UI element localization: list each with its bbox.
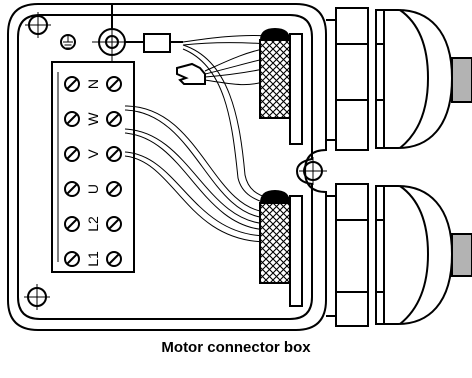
terminal-screw-left-icon [64, 181, 80, 197]
terminal-screw-right-icon [106, 111, 122, 127]
diagram-caption: Motor connector box [161, 339, 311, 356]
terminal-screw-left-icon [64, 216, 80, 232]
terminal-screw-right-icon [106, 251, 122, 267]
screw-bottom-left-icon [24, 284, 50, 310]
cable-top [451, 57, 472, 103]
screw-top-left-icon [25, 12, 51, 38]
terminal-label: W [85, 112, 101, 126]
housing [7, 3, 327, 331]
motor-connector-box-diagram: ⏚ [0, 0, 472, 331]
terminal-screw-right-icon [106, 216, 122, 232]
terminal-screw-left-icon [64, 111, 80, 127]
terminal-block [51, 61, 135, 273]
earth-terminal-icon [92, 5, 183, 62]
terminal-label: L1 [85, 251, 101, 267]
screw-right-icon [299, 157, 327, 185]
earth-icon: ⏚ [0, 0, 76, 50]
terminal-label: N [85, 79, 101, 89]
cable-sleeve-top [259, 28, 303, 145]
terminal-screw-left-icon [64, 146, 80, 162]
internal-wiring [124, 34, 269, 243]
wire-crimp-icon [176, 62, 206, 85]
cable-gland-top [335, 7, 454, 151]
terminal-label: U [85, 184, 101, 194]
terminal-label: V [85, 149, 101, 159]
terminal-screw-right-icon [106, 181, 122, 197]
terminal-screw-left-icon [64, 76, 80, 92]
gland-mounting [326, 19, 336, 317]
cable-gland-bottom [335, 183, 454, 327]
terminal-label: L2 [85, 216, 101, 232]
cable-bottom [451, 233, 472, 277]
terminal-screw-left-icon [64, 251, 80, 267]
terminal-screw-right-icon [106, 76, 122, 92]
terminal-screw-right-icon [106, 146, 122, 162]
cable-sleeve-bottom [259, 190, 303, 307]
earth-symbol: ⏚ [0, 0, 1, 1]
